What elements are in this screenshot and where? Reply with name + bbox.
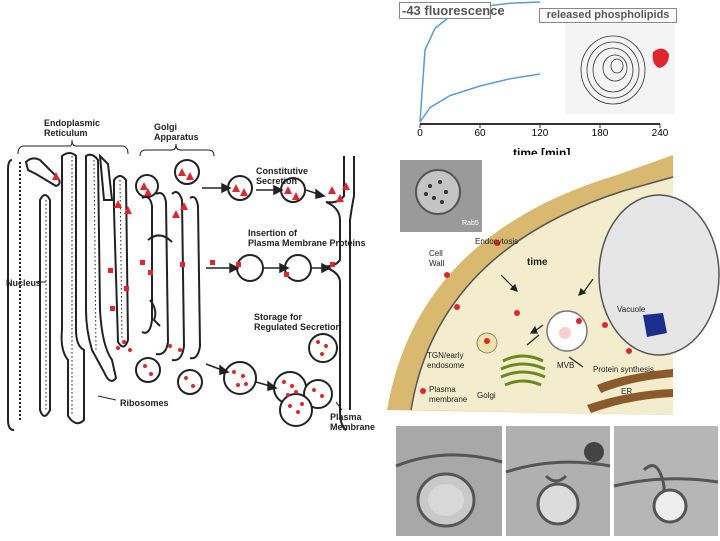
series-line-0 bbox=[419, 1, 541, 123]
ribosomes-label: Ribosomes bbox=[120, 398, 169, 408]
protein-synthesis-label: Protein synthesis bbox=[593, 365, 654, 374]
x-tick-label: 240 bbox=[651, 128, 669, 139]
phospholipid-vesicle-illustration bbox=[565, 24, 675, 114]
x-tick-label: 60 bbox=[474, 128, 486, 139]
golgi-label-cell: Golgi bbox=[477, 391, 496, 400]
constitutive-secretion-label: Constitutive Secretion bbox=[256, 166, 309, 186]
mvb-label: MVB bbox=[557, 361, 575, 370]
em-photo-3 bbox=[613, 426, 719, 536]
x-tick-label: 120 bbox=[531, 128, 549, 139]
insertion-label: Insertion of Plasma Membrane Proteins bbox=[248, 228, 366, 248]
fluorescence-chart: -43 fluorescence released phospholipids … bbox=[395, 0, 695, 160]
em-inset-photo: Rab5 bbox=[400, 160, 482, 232]
em-photo-2 bbox=[505, 426, 611, 536]
cell-svg bbox=[387, 155, 720, 415]
secretory-pathway-diagram: Endoplasmic Reticulum Golgi Apparatus Co… bbox=[0, 110, 385, 440]
er-label: Endoplasmic Reticulum bbox=[44, 118, 101, 138]
em-inset-label: Rab5 bbox=[462, 220, 479, 227]
er-label-cell: ER bbox=[621, 387, 633, 396]
series-line-1 bbox=[419, 73, 541, 123]
er-ribbon bbox=[587, 369, 673, 413]
golgi-label: Golgi Apparatus bbox=[154, 122, 199, 142]
red-droplet-icon bbox=[652, 48, 669, 68]
plasma-membrane-label-cell: Plasma membrane bbox=[429, 385, 468, 404]
chart-title: -43 fluorescence bbox=[399, 2, 505, 19]
x-tick-label: 0 bbox=[417, 128, 423, 139]
released-phospholipids-label: released phospholipids bbox=[539, 8, 677, 23]
golgi-stack bbox=[500, 354, 546, 387]
plant-cell-trafficking-diagram: Cell Wall Endocytosis time Vacuole MVB T… bbox=[387, 155, 720, 415]
plasma-membrane-label: Plasma Membrane bbox=[330, 412, 376, 432]
x-tick-label: 180 bbox=[591, 128, 609, 139]
em-photo-1 bbox=[395, 426, 503, 536]
vacuole-label: Vacuole bbox=[617, 305, 646, 314]
time-label: time bbox=[527, 257, 548, 268]
endocytosis-label: Endocytosis bbox=[475, 237, 519, 246]
secretory-pathway-svg bbox=[7, 139, 355, 431]
tgn-label: TGN/early endosome bbox=[427, 351, 465, 370]
nucleus-label: Nucleus bbox=[6, 278, 42, 288]
vacuole-crystal bbox=[643, 313, 667, 337]
storage-label: Storage for Regulated Secretion bbox=[254, 312, 342, 332]
cell-wall-label: Cell Wall bbox=[429, 249, 445, 268]
vacuole-shape bbox=[598, 194, 720, 356]
